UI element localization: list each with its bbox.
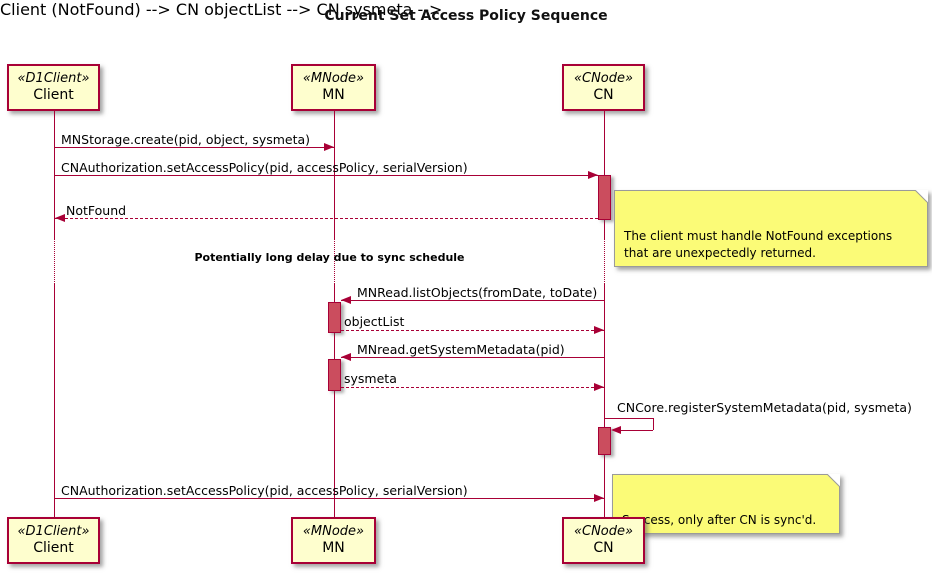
message-label: NotFound [66,203,127,218]
arrowhead-right-icon [588,171,598,179]
arrowhead-right-icon [594,383,604,391]
arrowhead-right-icon [324,143,334,151]
participant-stereotype: «CNode» [573,70,634,86]
participant-stereotype: «MNode» [302,523,365,539]
arrowhead-left-icon [55,214,65,222]
arrowhead-right-icon [594,326,604,334]
participant-stereotype: «D1Client» [17,70,90,86]
delay-divider-label: Potentially long delay due to sync sched… [194,251,465,264]
arrowhead-right-icon [594,494,604,502]
message-label: MNRead.listObjects(fromDate, toDate) [357,285,598,300]
message-label: CNCore.registerSystemMetadata(pid, sysme… [617,400,912,415]
activation-mn-listobjects [328,302,341,333]
message-line [55,147,334,148]
message-label: sysmeta [344,371,397,386]
participant-mn-bottom: «MNode» MN [291,517,376,564]
note-fold-icon [915,190,928,203]
message-label: CNAuthorization.setAccessPolicy(pid, acc… [61,483,468,498]
diagram-title: Current Set Access Policy Sequence [324,8,608,24]
message-label: MNStorage.create(pid, object, sysmeta) [61,132,311,147]
participant-stereotype: «MNode» [302,70,365,86]
note-notfound: The client must handle NotFound exceptio… [614,190,928,267]
participant-cn-top: «CNode» CN [562,64,645,111]
message-line [55,218,598,219]
participant-cn-bottom: «CNode» CN [562,517,645,564]
note-text: Success, only after CN is sync'd. [622,513,817,527]
message-line [55,175,598,176]
message-line [341,387,604,388]
message-label: CNAuthorization.setAccessPolicy(pid, acc… [61,160,468,175]
activation-cn-register [598,427,611,455]
activation-mn-getsysmeta [328,359,341,391]
participant-name: MN [322,539,345,556]
participant-name: MN [322,86,345,103]
message-line [55,498,604,499]
participant-client-top: «D1Client» Client [7,64,100,111]
participant-mn-top: «MNode» MN [291,64,376,111]
lifeline-cn-delay [604,238,605,284]
arrowhead-left-icon [341,353,351,361]
message-label: objectList [344,314,405,329]
note-fold-icon [827,474,840,487]
lifeline-client-delay [54,238,55,284]
arrowhead-left-icon [341,296,351,304]
activation-cn-setaccesspolicy [598,175,611,220]
participant-stereotype: «D1Client» [17,523,90,539]
self-message-line-bottom [621,430,653,431]
participant-stereotype: «CNode» [573,523,634,539]
participant-client-bottom: «D1Client» Client [7,517,100,564]
message-line [341,330,604,331]
self-message-line-top [604,418,653,419]
message-label: MNread.getSystemMetadata(pid) [357,342,565,357]
participant-name: Client [33,539,74,556]
lifeline-client [54,111,55,238]
participant-name: CN [593,539,614,556]
lifeline-mn [334,111,335,238]
arrowhead-left-icon [611,426,621,434]
participant-name: CN [593,86,614,103]
lifeline-mn [334,284,335,517]
lifeline-cn [604,111,605,238]
participant-name: Client [33,86,74,103]
lifeline-mn-delay [334,238,335,284]
lifeline-cn [604,284,605,517]
lifeline-client [54,284,55,517]
note-success: Success, only after CN is sync'd. [612,474,840,534]
self-message-line-side [653,418,654,430]
message-line [341,300,604,301]
note-text: The client must handle NotFound exceptio… [624,229,893,260]
message-line [341,357,604,358]
